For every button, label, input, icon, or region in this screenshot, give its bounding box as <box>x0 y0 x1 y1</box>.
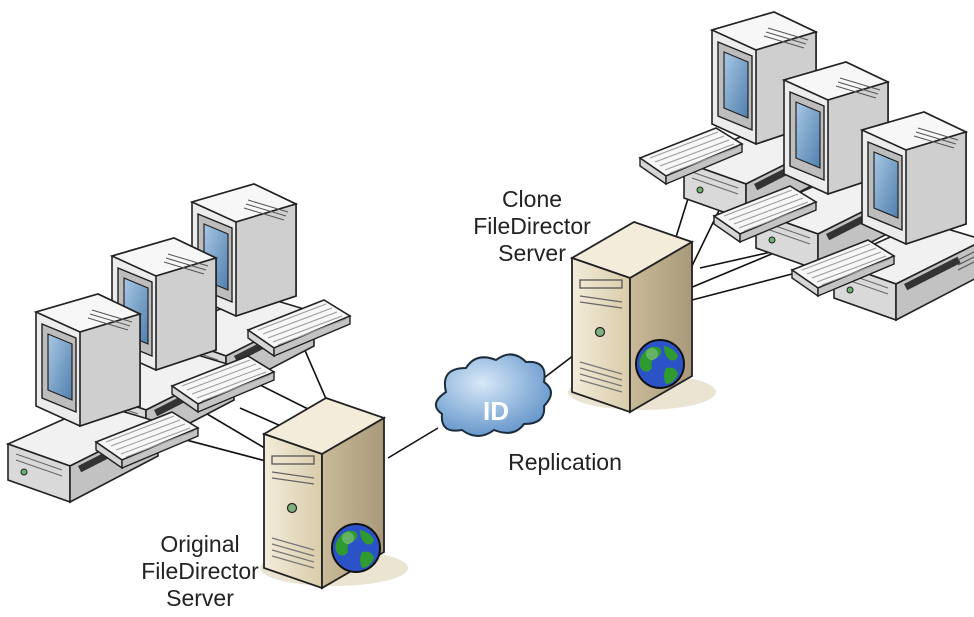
original-label-line-1: Original <box>160 531 240 557</box>
cloud-text: ID <box>483 396 509 426</box>
original-server-label: Original FileDirector Server <box>120 531 280 612</box>
original-label-line-3: Server <box>166 585 234 611</box>
clone-label-line-2: FileDirector <box>473 213 591 239</box>
cloud-icon: ID <box>435 353 552 437</box>
original-label-line-2: FileDirector <box>141 558 259 584</box>
workstation-icon <box>7 293 159 503</box>
globe-icon <box>331 523 381 573</box>
replication-label: Replication <box>508 449 622 475</box>
clone-label-line-3: Server <box>498 240 566 266</box>
clone-label-line-1: Clone <box>501 186 563 212</box>
globe-icon <box>635 339 685 389</box>
clone-server-label: Clone FileDirector Server <box>452 186 612 267</box>
